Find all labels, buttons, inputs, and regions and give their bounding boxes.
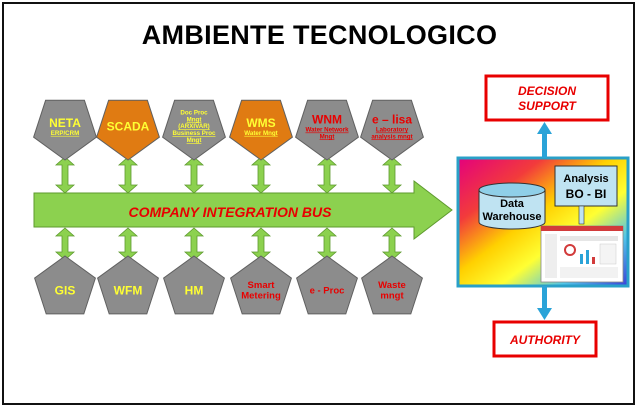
top-module-4-line-2: Water Mngt — [244, 130, 277, 137]
bidirectional-arrow — [183, 227, 205, 261]
top-module-5-line-3: Mngt — [320, 133, 335, 140]
bottom-module-2-shape — [97, 255, 159, 315]
bottom-module-3-shape — [163, 255, 225, 315]
decision-support-label-1: DECISION — [518, 84, 576, 98]
analysis-box — [554, 165, 618, 207]
bidirectional-arrow — [250, 227, 272, 261]
decision-support-box — [484, 74, 610, 122]
top-module-2-line-1: SCADA — [107, 119, 150, 133]
dashboard-screenshot — [540, 225, 624, 283]
authority-link-arrow — [537, 286, 552, 320]
top-module-3-line-3: (ARXIVAR) — [178, 123, 210, 130]
slide-title: AMBIENTE TECNOLOGICO — [141, 20, 498, 50]
bottom-module-4-line-2: Metering — [241, 291, 281, 302]
bottom-module-3-line-1: HM — [185, 283, 204, 297]
bottom-module-1-line-1: GIS — [55, 283, 76, 297]
top-module-1-line-1: NETA — [49, 116, 81, 130]
top-module-1-line-2: ERP/CRM — [51, 130, 80, 137]
top-module-6-line-3: analysis mngt — [371, 133, 412, 140]
top-module-6-shape — [360, 99, 424, 161]
top-module-5-shape — [295, 99, 359, 161]
bidirectional-arrow — [117, 156, 139, 194]
bidirectional-arrow — [316, 156, 338, 194]
top-module-5-line-2: Water Network — [305, 127, 349, 134]
decision-support-label-2: SUPPORT — [518, 99, 577, 113]
top-module-1-shape — [33, 99, 97, 161]
top-module-3-line-5: Mngt — [187, 137, 202, 144]
top-module-3-line-1: Doc Proc — [180, 109, 208, 116]
authority-label: AUTHORITY — [509, 333, 581, 347]
bottom-module-2-line-1: WFM — [114, 283, 143, 297]
top-module-2: SCADA — [96, 99, 160, 161]
slide-frame — [2, 2, 635, 405]
analysis-label-1: Analysis — [563, 173, 608, 185]
bottom-module-4-shape — [230, 255, 292, 315]
bottom-module-1-shape — [34, 255, 96, 315]
bottom-module-6-line-1: Waste — [378, 280, 406, 291]
top-module-2-shape — [96, 99, 160, 161]
top-module-3-line-4: Business Proc — [173, 130, 217, 137]
bidirectional-arrow — [316, 227, 338, 261]
bottom-module-6-shape — [361, 255, 423, 315]
analysis-label-2: BO - BI — [566, 187, 607, 201]
data-warehouse-label-1: Data — [500, 198, 525, 210]
authority-box — [492, 320, 598, 358]
top-module-6-line-1: e – lisa — [372, 112, 412, 126]
bottom-module-6-line-2: mngt — [380, 291, 404, 302]
data-warehouse-label-2: Warehouse — [483, 211, 542, 223]
top-module-4-line-1: WMS — [246, 116, 275, 130]
top-module-4-shape — [229, 99, 293, 161]
bottom-module-3: HM — [163, 255, 225, 315]
bottom-module-2: WFM — [97, 255, 159, 315]
module-connectors — [54, 156, 403, 261]
integration-bus-label: COMPANY INTEGRATION BUS — [128, 204, 332, 220]
analysis-connector — [578, 205, 585, 225]
bidirectional-arrow — [54, 227, 76, 261]
top-module-3-line-2: Mngt — [187, 116, 202, 123]
top-module-3-shape — [162, 99, 226, 161]
bidirectional-arrow — [381, 156, 403, 194]
bottom-module-5-shape — [296, 255, 358, 315]
data-warehouse-cylinder — [478, 182, 546, 230]
decision-link-arrow — [537, 122, 552, 158]
bidirectional-arrow — [54, 156, 76, 194]
bottom-module-5: e - Proc — [296, 255, 358, 315]
bottom-module-5-line-1: e - Proc — [310, 285, 345, 296]
bidirectional-arrow — [117, 227, 139, 261]
bottom-module-4-line-1: Smart — [248, 280, 276, 291]
bidirectional-arrow — [183, 156, 205, 194]
integration-bus-arrow — [33, 179, 453, 241]
top-module-6-line-2: Laboratory — [376, 127, 409, 134]
top-module-5-line-1: WNM — [312, 112, 342, 126]
bidirectional-arrow — [381, 227, 403, 261]
bottom-module-1: GIS — [34, 255, 96, 315]
bidirectional-arrow — [250, 156, 272, 194]
